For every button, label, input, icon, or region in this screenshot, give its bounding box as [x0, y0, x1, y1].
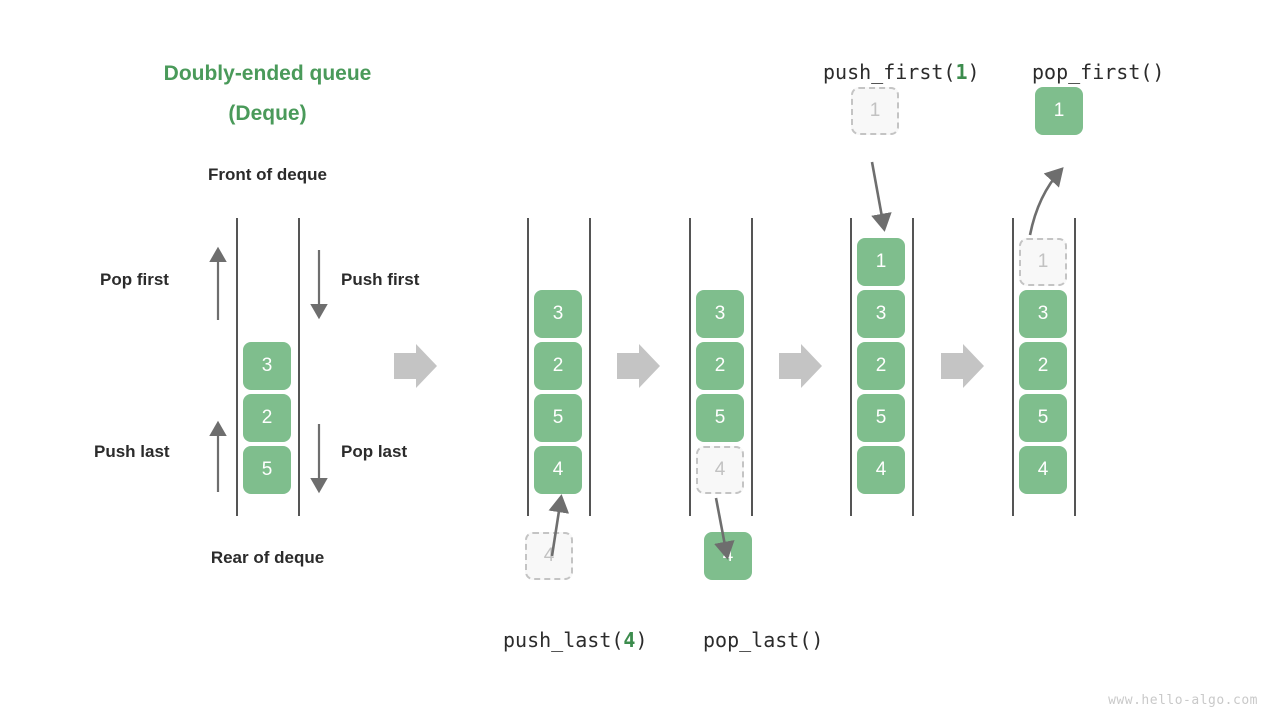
op-arg: 1: [955, 60, 968, 84]
push-first-label: Push first: [341, 270, 420, 289]
op-label-push-first: push_first(1): [823, 60, 980, 84]
transition-arrow-2-icon: [617, 344, 660, 388]
deque-box: 2: [1019, 342, 1067, 390]
op-suffix: ): [635, 628, 648, 652]
deque-rail-right: [589, 218, 591, 516]
op-label-push-last: push_last(4): [503, 628, 648, 652]
pop-first-flow-arrow-icon: [1028, 167, 1064, 236]
op-label-pop-first: pop_first(): [1032, 60, 1164, 84]
op-suffix: ): [811, 628, 824, 652]
push-first-flow-arrow-icon: [870, 161, 892, 232]
pop-last-label: Pop last: [341, 442, 408, 461]
pop-first-label: Pop first: [100, 270, 169, 289]
transition-arrow-1-icon: [394, 344, 437, 388]
deque-box: 5: [696, 394, 744, 442]
watermark: www.hello-algo.com: [1108, 693, 1258, 708]
push-last-label: Push last: [94, 442, 170, 461]
deque-box: 5: [1019, 394, 1067, 442]
deque-box: 3: [243, 342, 291, 390]
deque-rail-left: [850, 218, 852, 516]
deque-box: 3: [857, 290, 905, 338]
op-suffix: ): [1152, 60, 1165, 84]
push-first-source-box: 1: [851, 87, 899, 135]
op-prefix: pop_last(: [703, 628, 812, 652]
deque-rail-right: [912, 218, 914, 516]
transition-arrow-4-icon: [941, 344, 984, 388]
title-line-1: Doubly-ended queue: [163, 62, 372, 85]
deque-box: 3: [534, 290, 582, 338]
title-line-2: (Deque): [228, 102, 307, 125]
front-of-deque-label: Front of deque: [208, 165, 327, 184]
deque-box: 4: [1019, 446, 1067, 494]
deque-box: 5: [857, 394, 905, 442]
deque-rail-right: [751, 218, 753, 516]
rear-of-deque-label: Rear of deque: [210, 548, 325, 567]
deque-rail-right: [298, 218, 300, 516]
transition-arrow-3-icon: [779, 344, 822, 388]
deque-box: 3: [696, 290, 744, 338]
op-prefix: push_last(: [503, 628, 624, 652]
page-title: Doubly-ended queue (Deque): [0, 54, 535, 134]
op-prefix: pop_first(: [1032, 60, 1153, 84]
deque-ghost-box: 4: [696, 446, 744, 494]
deque-box: 4: [534, 446, 582, 494]
op-suffix: ): [967, 60, 980, 84]
deque-box: 2: [696, 342, 744, 390]
deque-box: 1: [857, 238, 905, 286]
op-label-pop-last: pop_last(): [703, 628, 823, 652]
deque-box: 2: [243, 394, 291, 442]
deque-box: 3: [1019, 290, 1067, 338]
pop-last-result-box: 4: [704, 532, 752, 580]
deque-rail-right: [1074, 218, 1076, 516]
deque-box: 5: [534, 394, 582, 442]
deque-box: 2: [534, 342, 582, 390]
deque-rail-left: [527, 218, 529, 516]
pop-first-result-box: 1: [1035, 87, 1083, 135]
deque-ghost-box: 1: [1019, 238, 1067, 286]
op-arg: 4: [623, 628, 636, 652]
deque-box: 4: [857, 446, 905, 494]
push-last-source-box: 4: [525, 532, 573, 580]
deque-box: 5: [243, 446, 291, 494]
deque-rail-left: [236, 218, 238, 516]
deque-rail-left: [689, 218, 691, 516]
op-prefix: push_first(: [823, 60, 956, 84]
deque-box: 2: [857, 342, 905, 390]
deque-rail-left: [1012, 218, 1014, 516]
